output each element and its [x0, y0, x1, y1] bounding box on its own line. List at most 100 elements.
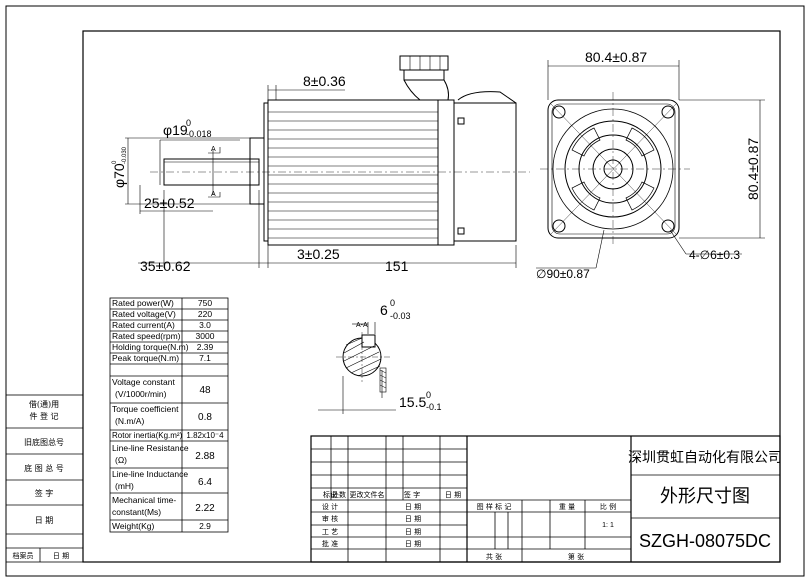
spec-value: 2.9	[199, 521, 211, 531]
spec-label: Rated current(A)	[112, 320, 175, 330]
spec-label: Line-line Inductance	[112, 469, 188, 479]
stage-label: 图 样 标 记	[477, 502, 512, 511]
spec-label: Holding torque(N.m)	[112, 342, 189, 352]
section-a-a	[318, 322, 396, 414]
spec-value: 6.4	[198, 477, 212, 488]
key-depth-tol-upper: 0	[426, 390, 431, 400]
spec-label-sub: (Ω)	[115, 455, 127, 465]
spec-value: 750	[198, 298, 212, 308]
rev-header: 标记	[323, 490, 337, 499]
side-row-2: 旧底图总号	[24, 437, 64, 447]
rev-header: 签 字	[404, 490, 420, 499]
section-marker-a-top: A	[211, 146, 216, 153]
date-label: 日 期	[405, 540, 421, 548]
date-label: 日 期	[405, 515, 421, 523]
spec-table-text: Rated power(W) 750 Rated voltage(V) 220 …	[112, 298, 224, 531]
side-row-4: 签 字	[35, 488, 54, 498]
side-record-block	[5, 394, 84, 563]
motor-front-view	[540, 92, 690, 246]
spec-label-sub: (mH)	[115, 481, 134, 491]
rev-header: 处数	[332, 490, 346, 499]
spec-label: Rated power(W)	[112, 298, 174, 308]
shaft-dia-tol-lower: -0.018	[186, 129, 212, 139]
title-block	[310, 435, 781, 563]
dimension-labels: φ19 0 -0.018 φ70 0 -0.030 25±0.52 35±0.6…	[111, 49, 761, 412]
role-label: 工 艺	[322, 528, 338, 536]
inner-frame	[82, 30, 781, 563]
spec-label: Mechanical time-	[112, 495, 176, 505]
flange-dia-label-group: φ70 0 -0.030	[111, 146, 128, 188]
front-dimension-lines	[536, 60, 765, 269]
scale-label: 比 例	[600, 502, 616, 511]
side-row-3: 底 图 总 号	[24, 463, 64, 473]
side-dimension-lines	[125, 85, 517, 268]
spec-table	[109, 297, 229, 533]
side-row-1a: 借(通)用	[29, 399, 59, 409]
spec-label: Torque coefficient	[112, 404, 179, 414]
sheet-number: 第 张	[568, 552, 584, 561]
rev-header: 日 期	[445, 491, 461, 499]
total-sheets: 共 张	[486, 552, 502, 561]
square-width-label: 80.4±0.87	[585, 49, 647, 65]
spec-value: 2.39	[197, 342, 214, 352]
date-label: 日 期	[405, 528, 421, 536]
spec-value: 2.22	[195, 503, 215, 514]
spec-value: 0.8	[198, 412, 212, 423]
key-width-label: 6	[380, 302, 388, 318]
motor-side-view	[150, 55, 530, 246]
spec-value: 48	[199, 385, 211, 396]
title-block-text: 标记 处数 更改文件名 签 字 日 期 设 计 审 核 工 艺 批 准 日 期 …	[322, 450, 782, 561]
key-depth-tol-lower: -0.1	[426, 402, 442, 412]
spec-label: Rated speed(rpm)	[112, 331, 181, 341]
side-row-6a: 档案员	[13, 551, 34, 560]
side-row-5: 日 期	[35, 516, 54, 525]
side-record-text: 借(通)用 件 登 记 旧底图总号 底 图 总 号 签 字 日 期 档案员 日 …	[13, 399, 70, 560]
spec-label: Weight(Kg)	[112, 521, 155, 531]
drawing-title: 外形尺寸图	[660, 486, 750, 507]
company-name: 深圳贯虹自动化有限公司	[628, 450, 782, 466]
spec-value: 1.82x10⁻4	[186, 431, 224, 440]
shaft-dia-label: φ19	[163, 122, 188, 138]
spec-value: 7.1	[199, 353, 211, 363]
key-length-label: 25±0.52	[144, 195, 195, 211]
square-height-label-group: 80.4±0.87	[745, 138, 761, 200]
outer-frame	[5, 5, 805, 577]
spec-label: Voltage constant	[112, 377, 175, 387]
spec-value: 3000	[196, 331, 215, 341]
role-label: 审 核	[322, 514, 338, 523]
key-depth-label: 15.5	[399, 394, 426, 410]
spec-value: 220	[198, 309, 212, 319]
role-label: 批 准	[322, 539, 338, 548]
date-label: 日 期	[405, 503, 421, 511]
spec-label-sub: constant(Ms)	[112, 507, 161, 517]
scale-value: 1: 1	[602, 522, 614, 529]
section-marker-a-bottom: A	[211, 191, 216, 198]
body-length-label: 151	[385, 258, 409, 274]
key-width-tol-lower: -0.03	[390, 311, 411, 321]
role-label: 设 计	[322, 502, 338, 511]
square-height-label: 80.4±0.87	[745, 138, 761, 200]
flange-dia-tol-lower: -0.030	[122, 146, 128, 164]
side-row-6b: 日 期	[53, 552, 69, 560]
holes-label: 4-∅6±0.3	[689, 248, 740, 262]
spec-label: Line-line Resistance	[112, 443, 189, 453]
flange-dia-label: φ70	[111, 163, 127, 188]
pcd-label: ∅90±0.87	[536, 267, 590, 281]
spec-label: Rated voltage(V)	[112, 309, 176, 319]
side-row-1b: 件 登 记	[29, 411, 58, 421]
spec-value: 2.88	[195, 451, 215, 462]
drawing-number: SZGH-08075DC	[639, 531, 771, 551]
section-title: A-A	[356, 322, 368, 329]
key-width-tol-upper: 0	[390, 298, 395, 308]
spec-label: Rotor inertia(Kg.m²)	[112, 431, 183, 440]
spec-label-sub: (N.m/A)	[115, 416, 144, 426]
spec-label: Peak torque(N.m)	[112, 353, 179, 363]
spigot-depth-label: 3±0.25	[297, 246, 340, 262]
flange-thickness-label: 8±0.36	[303, 73, 346, 89]
spec-label-sub: (V/1000r/min)	[115, 389, 167, 399]
shaft-length-label: 35±0.62	[140, 258, 191, 274]
rev-header: 更改文件名	[350, 490, 385, 499]
spec-value: 3.0	[199, 320, 211, 330]
weight-label: 重 量	[559, 503, 575, 511]
